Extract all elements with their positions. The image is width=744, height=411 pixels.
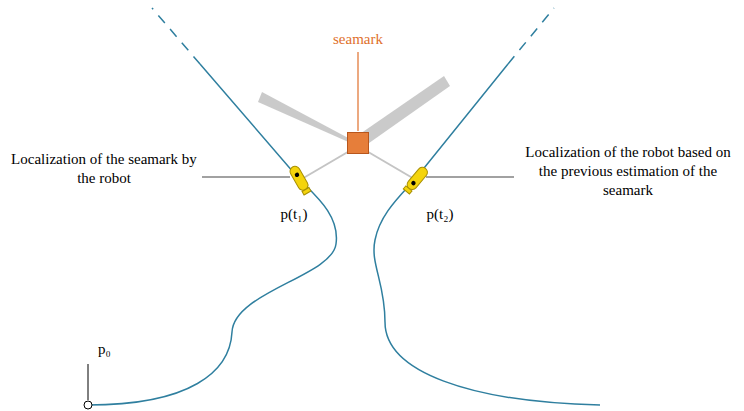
- annotation: Localization of the seamark by the robot: [8, 150, 200, 188]
- robot: [288, 165, 312, 196]
- seamark-node: seamark: [329, 30, 387, 155]
- trajectory: [88, 64, 336, 405]
- position-label: p₀: [98, 340, 138, 359]
- robot: [403, 165, 430, 194]
- start-point: [84, 401, 92, 409]
- trajectory-dashed: [508, 8, 554, 64]
- leader-line: [202, 176, 290, 177]
- trajectory-dashed: [152, 8, 200, 64]
- seamark-label: seamark: [329, 30, 387, 48]
- position-label: p(t₁): [264, 205, 324, 224]
- leader-line: [88, 364, 89, 400]
- seamark-square: [347, 132, 369, 154]
- leader-line: [426, 176, 514, 177]
- trajectory: [374, 64, 600, 405]
- position-label: p(t₂): [410, 205, 470, 224]
- annotation: Localization of the robot based on the p…: [518, 143, 738, 200]
- leader-line: [357, 52, 358, 131]
